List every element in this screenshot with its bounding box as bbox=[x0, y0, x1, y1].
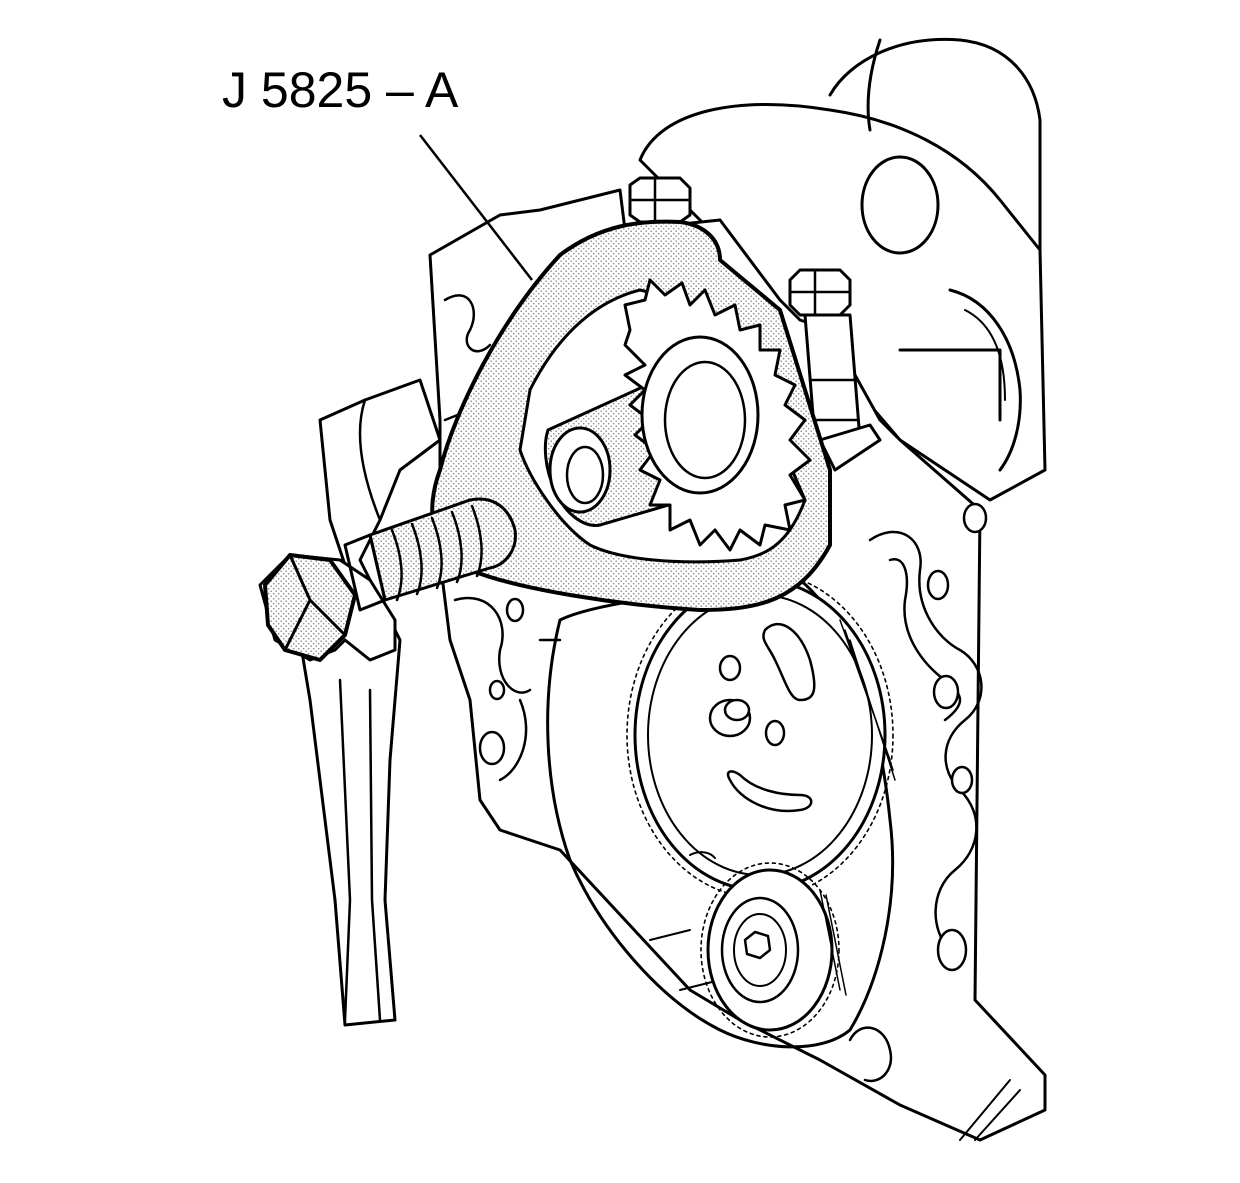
crankshaft-gear bbox=[689, 851, 847, 1038]
small-sprocket bbox=[623, 278, 812, 552]
wrench bbox=[258, 378, 442, 1027]
forcing-screw bbox=[263, 497, 517, 662]
callout-leader-line bbox=[419, 134, 533, 281]
cap-bolts bbox=[628, 176, 882, 472]
tool-callout-label: J 5825 – A bbox=[222, 62, 459, 118]
